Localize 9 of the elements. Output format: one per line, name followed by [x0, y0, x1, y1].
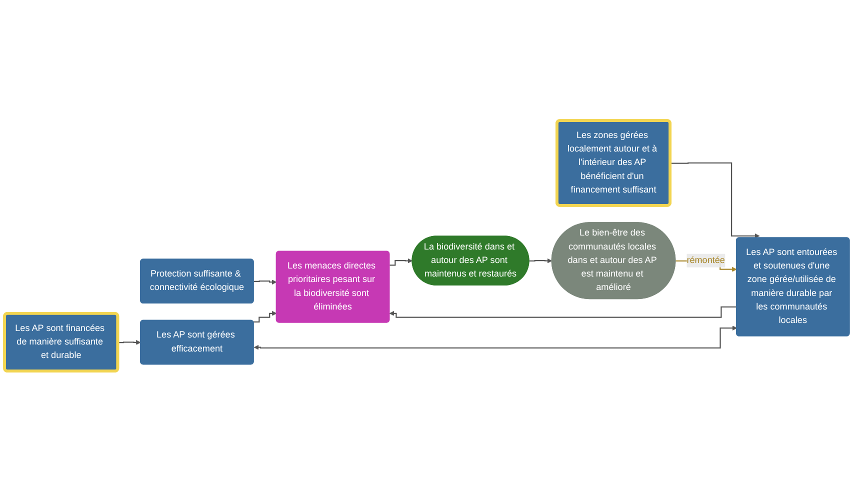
arrow	[670, 162, 760, 238]
arrow	[118, 340, 141, 345]
arrow	[254, 325, 738, 350]
edge-label: rémontée	[686, 255, 725, 265]
arrow	[390, 258, 413, 266]
arrow	[389, 306, 737, 318]
arrow	[529, 258, 552, 263]
arrow	[253, 310, 277, 322]
arrow	[254, 279, 277, 284]
